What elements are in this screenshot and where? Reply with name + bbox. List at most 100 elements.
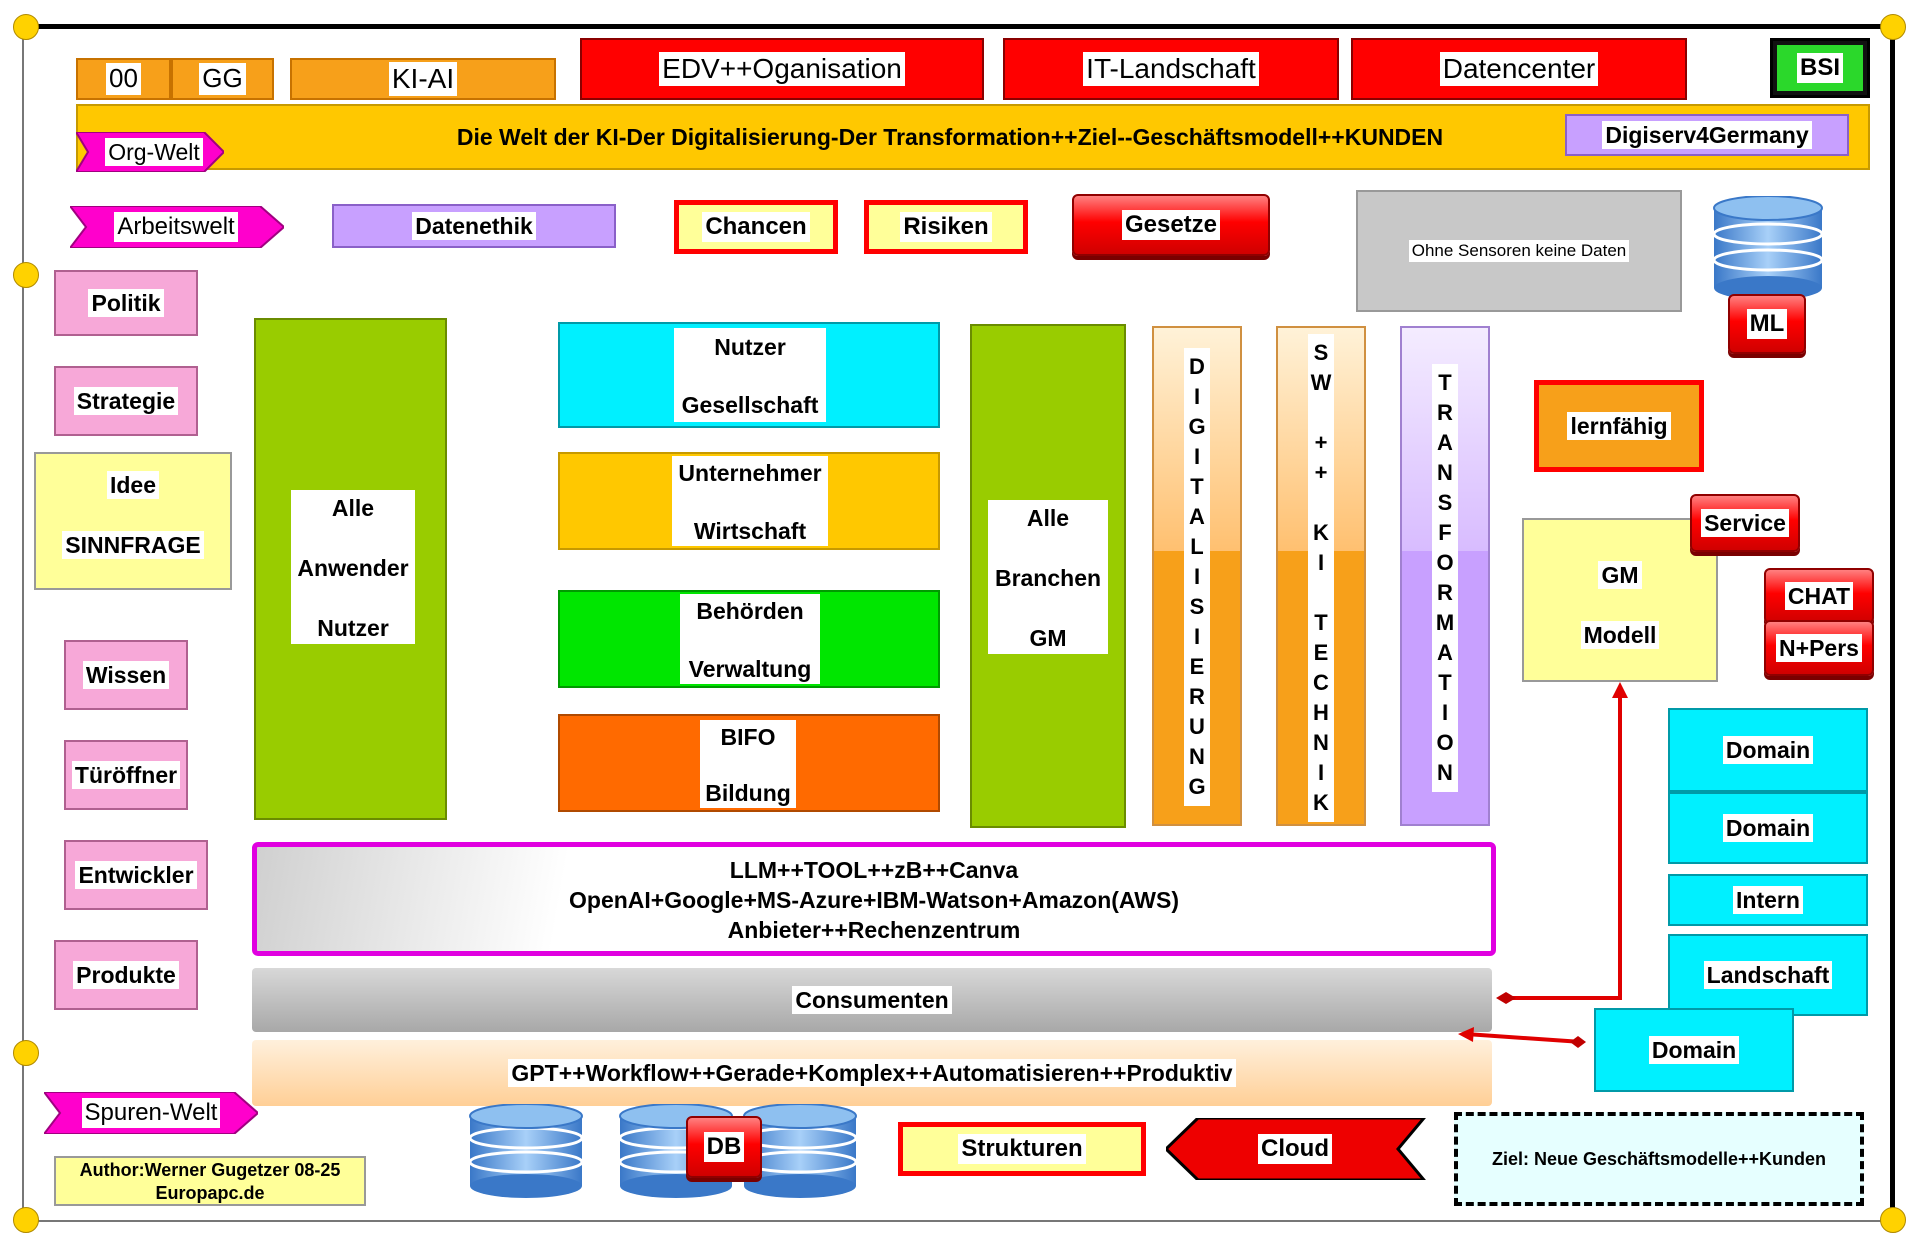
digiserv-box: Digiserv4Germany [1565,114,1849,156]
frame-left-line [22,30,24,1220]
gesetze-label: Gesetze [1121,210,1221,240]
edv-box: EDV++Oganisation [580,38,984,100]
nutzer-label: Nutzer [714,333,786,360]
vertical-letter: R [1189,684,1205,709]
bsi-label: BSI [1796,53,1843,83]
tueroeffner-label: Türöffner [71,760,181,790]
nutzer-label: Nutzer [317,614,389,641]
modell-label: Modell [1580,620,1660,650]
ml-button[interactable]: ML [1728,294,1806,354]
llm-line-1: LLM++TOOL++zB++Canva [729,856,1019,883]
handle-dot[interactable] [13,262,39,288]
handle-dot[interactable] [1880,1207,1906,1233]
strukturen-label: Strukturen [958,1134,1086,1164]
npers-button[interactable]: N+Pers [1764,620,1874,676]
ml-label: ML [1746,309,1788,339]
produkte-label: Produkte [73,960,179,990]
domain-box-1: Domain [1668,708,1868,792]
vertical-letter: G [1188,414,1206,439]
banner-title-wrap: Die Welt der KI-Der Digitalisierung-Der … [300,104,1600,170]
branchen-label: Branchen [994,564,1102,591]
gpt-label: GPT++Workflow++Gerade+Komplex++Automatis… [508,1058,1236,1088]
unternehmer-label: Unternehmer [678,459,822,486]
vertical-letter: N [1313,730,1329,755]
domain-label: Domain [1722,735,1814,765]
it-landschaft-label: IT-Landschaft [1083,51,1259,87]
domain-box-2: Domain [1668,792,1868,864]
behoerden-box: Behörden Verwaltung [558,590,940,688]
vertical-letter: + [1314,460,1328,485]
service-button[interactable]: Service [1690,494,1800,552]
alle-anwender-column: Alle Anwender Nutzer [254,318,447,820]
org-welt-wrap: Org-Welt [96,137,212,167]
spuren-welt-wrap: Spuren-Welt [68,1097,234,1129]
nutzer-box: Nutzer Gesellschaft [558,322,940,428]
vertical-letter: M [1435,610,1455,635]
handle-dot[interactable] [13,14,39,40]
vertical-letter: A [1189,504,1205,529]
alle-label: Alle [331,494,375,521]
llm-line-3: Anbieter++Rechenzentrum [727,916,1021,943]
handle-dot[interactable] [13,1207,39,1233]
frame-right-line [1890,24,1895,1212]
domain-box-3: Domain [1594,1008,1794,1092]
vertical-letter: S [1189,594,1205,619]
consumenten-bar: Consumenten [252,968,1492,1032]
sinnfrage-label: SINNFRAGE [62,530,204,560]
strategie-box: Strategie [54,366,198,436]
produkte-box: Produkte [54,940,198,1010]
org-welt-label: Org-Welt [105,137,203,167]
arbeitswelt-wrap: Arbeitswelt [95,211,257,243]
vertical-letter: I [1193,444,1201,469]
database-icon [742,1104,858,1198]
behoerden-label: Behörden [696,597,804,624]
vertical-letter: O [1436,550,1454,575]
vertical-letter: T [1438,670,1452,695]
strategie-label: Strategie [73,386,179,416]
vertical-letter: N [1437,460,1453,485]
vertical-letter: T [1190,474,1204,499]
spuren-welt-label: Spuren-Welt [81,1098,221,1128]
vertical-letter: N [1437,760,1453,785]
vertical-letter: I [1193,384,1201,409]
ziel-box: Ziel: Neue Geschäftsmodelle++Kunden [1454,1112,1864,1206]
author-line-2: Europapc.de [155,1182,265,1203]
npers-label: N+Pers [1776,633,1862,663]
wissen-label: Wissen [82,660,170,690]
banner-title: Die Welt der KI-Der Digitalisierung-Der … [456,123,1444,150]
anwender-label: Anwender [297,554,409,581]
vertical-letter: O [1436,730,1454,755]
vertical-letter: E [1313,640,1329,665]
handle-dot[interactable] [1880,14,1906,40]
vertical-letter: W [1310,370,1332,395]
vertical-letter: I [1193,624,1201,649]
chat-label: CHAT [1784,581,1854,611]
author-box: Author:Werner Gugetzer 08-25 Europapc.de [54,1156,366,1206]
vertical-letter: K [1313,520,1329,545]
datenethik-label: Datenethik [412,211,536,241]
risiken-box: Risiken [864,200,1028,254]
vertical-letter: T [1314,610,1328,635]
vertical-letter: L [1190,534,1204,559]
vertical-letter: G [1188,774,1206,799]
landschaft-box: Landschaft [1668,934,1868,1016]
wissen-box: Wissen [64,640,188,710]
gesellschaft-label: Gesellschaft [681,391,819,418]
author-line-1: Author:Werner Gugetzer 08-25 [79,1159,341,1180]
handle-dot[interactable] [13,1040,39,1066]
llm-bar: LLM++TOOL++zB++Canva OpenAI+Google+MS-Az… [252,842,1496,956]
landschaft-label: Landschaft [1703,960,1833,990]
digiserv-label: Digiserv4Germany [1602,120,1812,150]
vertical-letter: N [1189,744,1205,769]
vertical-letter: I [1441,700,1449,725]
datenethik-box: Datenethik [332,204,616,248]
gesetze-button[interactable]: Gesetze [1072,194,1270,256]
vertical-letter: H [1313,700,1329,725]
idee-label: Idee [106,470,160,500]
db-button[interactable]: DB [686,1116,762,1178]
chat-button[interactable]: CHAT [1764,568,1874,624]
